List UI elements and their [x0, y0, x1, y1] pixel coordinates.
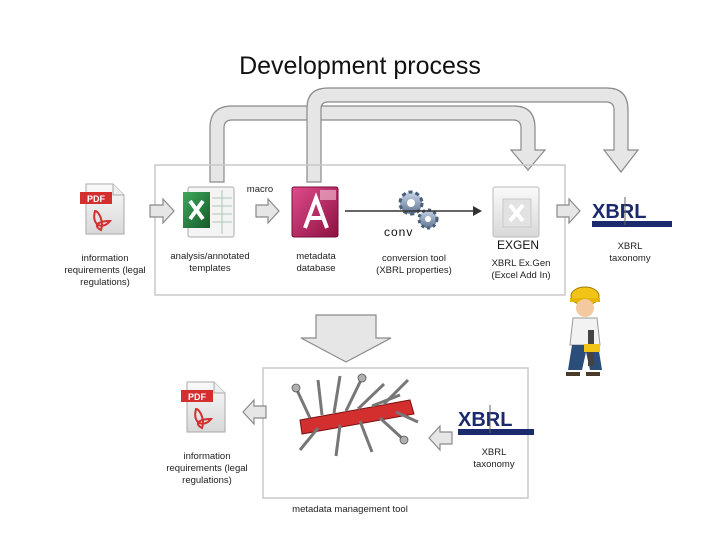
database-icon	[291, 186, 339, 238]
exgen-excel-icon	[492, 186, 540, 238]
xbrl-logo-top: XBRL	[592, 197, 672, 227]
svg-text:PDF: PDF	[188, 392, 207, 402]
multitool-icon	[291, 373, 419, 457]
bracket-arrow-left	[209, 105, 547, 183]
analysis-templates-label: analysis/annotated templates	[170, 251, 250, 274]
flow-arrows-bottom	[242, 398, 453, 452]
top-row-panel	[154, 164, 566, 296]
conv-arrow	[345, 206, 482, 216]
svg-text:XBRL: XBRL	[592, 201, 646, 223]
macro-label: macro	[246, 184, 274, 195]
exgen-addin-label: XBRL Ex.Gen (Excel Add In)	[491, 258, 551, 281]
conv-label: conv	[384, 225, 414, 239]
conversion-tool-label: conversion tool (XBRL properties)	[376, 253, 452, 276]
pdf-icon-bottom: PDF	[181, 381, 226, 433]
page-title: Development process	[239, 52, 481, 80]
info-requirements-label: information requirements (legal regulati…	[64, 253, 146, 288]
metadata-database-label: metadata database	[296, 251, 336, 274]
bottom-xbrl-taxonomy-label: XBRL taxonomy	[473, 447, 515, 470]
xbrl-logo-bottom: XBRL	[458, 405, 534, 435]
flow-arrows-top	[149, 197, 581, 225]
svg-text:XBRL: XBRL	[458, 409, 512, 431]
worker-figure	[566, 286, 602, 376]
metadata-management-tool-label: metadata management tool	[292, 504, 408, 515]
bracket-arrow-right	[306, 87, 640, 183]
down-arrow	[300, 314, 392, 363]
bottom-info-requirements-label: information requirements (legal regulati…	[166, 451, 248, 486]
excel-icon	[183, 186, 235, 238]
xbrl-taxonomy-label: XBRL taxonomy	[609, 241, 651, 264]
gears-icon	[398, 190, 439, 230]
exgen-label: EXGEN	[496, 238, 539, 252]
svg-text:PDF: PDF	[87, 194, 106, 204]
pdf-icon-top: PDF	[80, 183, 125, 235]
